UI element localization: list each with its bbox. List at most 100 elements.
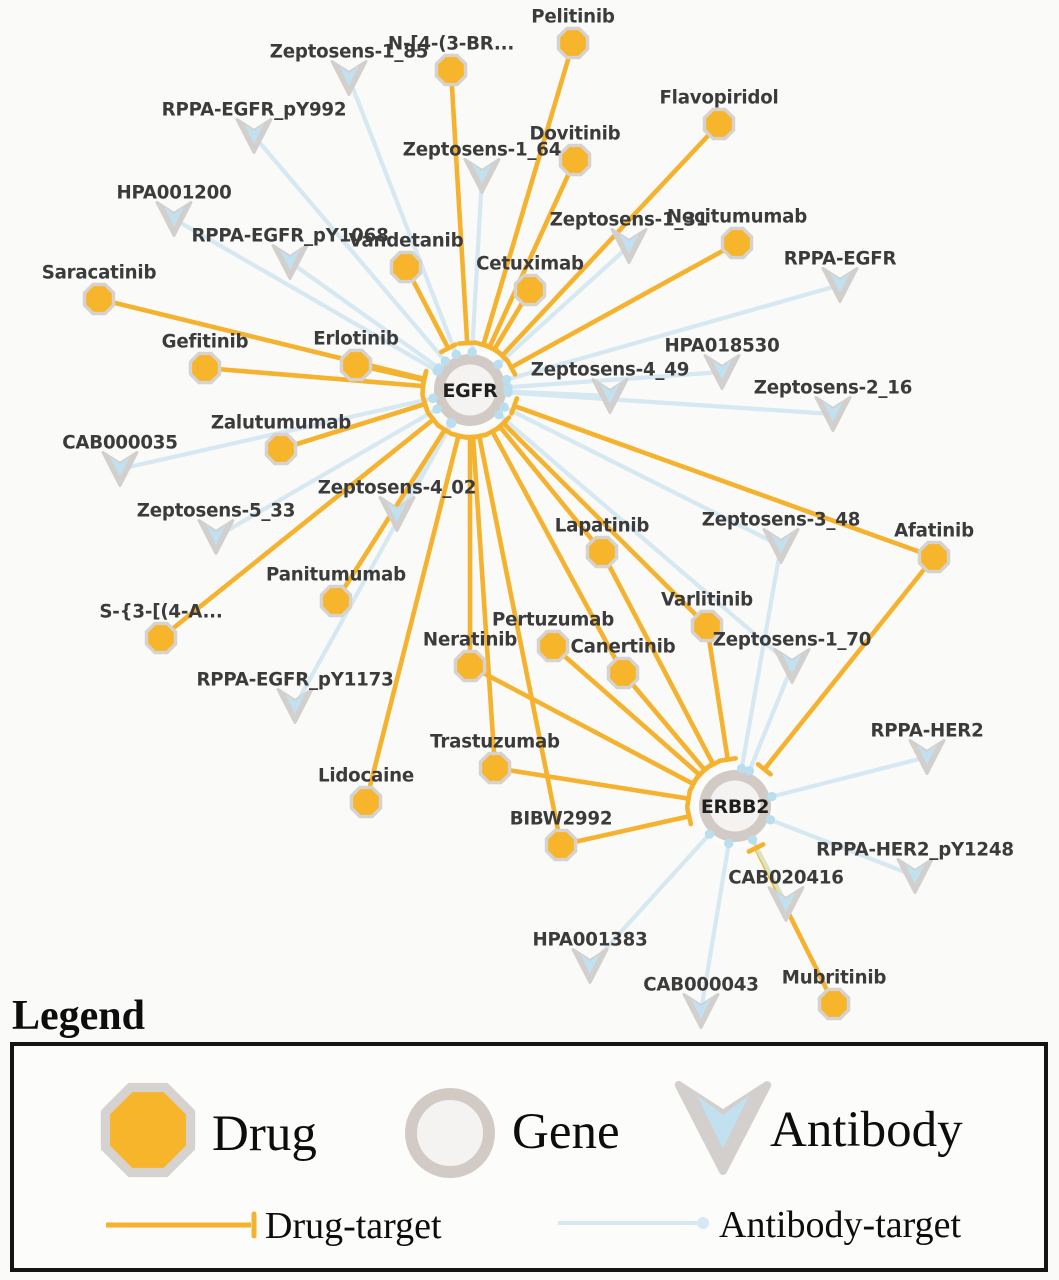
drug-node-Lapatinib[interactable]	[585, 535, 619, 569]
antibody-target-dot-marker	[446, 418, 457, 428]
drug-node-N-[4-(3-BR...[interactable]	[434, 53, 468, 87]
antibody-node-Zeptosens-1_85[interactable]	[330, 60, 368, 96]
node-label-CAB000043: CAB000043	[643, 975, 758, 996]
legend-antibody-chevron-icon	[674, 1081, 772, 1175]
antibody-chevron-inner	[600, 383, 620, 404]
edge-antibody-target-Zeptosens-1_64-EGFR	[470, 175, 485, 353]
edge-antibody-target-RPPA-EGFR-EGFR	[505, 282, 841, 382]
antibody-node-RPPA-HER2[interactable]	[908, 739, 946, 775]
edge-drug-target-Zalutumumab-EGFR	[280, 401, 426, 452]
drug-node-Zalutumumab[interactable]	[264, 432, 298, 466]
antibody-node-RPPA-HER2_pY1248[interactable]	[896, 858, 934, 894]
antibody-node-RPPA-EGFR[interactable]	[821, 267, 859, 303]
node-label-Cetuximab: Cetuximab	[476, 254, 584, 275]
drug-node-Gefitinib[interactable]	[188, 351, 222, 385]
drug-octagon-icon	[517, 277, 543, 303]
edge-antibody-target-Zeptosens-1_85-EGFR	[347, 77, 459, 356]
node-label-RPPA-EGFR_pY992: RPPA-EGFR_pY992	[162, 100, 347, 121]
antibody-node-RPPA-EGFR_pY1173[interactable]	[276, 688, 314, 724]
antibody-chevron-inner	[110, 456, 130, 477]
drug-node-Dovitinib[interactable]	[558, 143, 592, 177]
node-label-Mubritinib: Mubritinib	[782, 968, 887, 989]
gene-node-ERBB2[interactable]	[694, 765, 776, 847]
edge-antibody-target-HPA018530-EGFR	[507, 369, 723, 390]
node-label-CAB000035: CAB000035	[62, 433, 177, 454]
drug-node-Afatinib[interactable]	[917, 540, 951, 574]
antibody-node-HPA001200[interactable]	[155, 201, 193, 237]
legend-gene-label: Gene	[512, 1104, 620, 1160]
node-label-Lapatinib: Lapatinib	[555, 516, 650, 537]
node-label-Lidocaine: Lidocaine	[318, 766, 414, 787]
antibody-node-Zeptosens-5_33[interactable]	[197, 519, 235, 555]
drug-node-Cetuximab[interactable]	[513, 273, 547, 307]
antibody-node-CAB000035[interactable]	[101, 451, 139, 487]
node-label-Pelitinib: Pelitinib	[531, 7, 615, 28]
gene-node-EGFR[interactable]	[429, 349, 511, 431]
antibody-chevron-inner	[776, 891, 796, 912]
antibody-node-Zeptosens-4_02[interactable]	[378, 496, 416, 532]
drug-node-Vandetanib[interactable]	[389, 250, 423, 284]
drug-node-Saracatinib[interactable]	[82, 282, 116, 316]
edge-antibody-target-Zeptosens-1_70-ERBB2	[747, 665, 794, 772]
node-label-Gefitinib: Gefitinib	[162, 332, 249, 353]
drug-node-Pelitinib[interactable]	[556, 26, 590, 60]
node-label-Zeptosens-1_85: Zeptosens-1_85	[270, 42, 428, 63]
antibody-node-CAB000043[interactable]	[682, 993, 720, 1029]
drug-target-tee-marker	[495, 415, 512, 432]
antibody-node-Zeptosens-3_48[interactable]	[762, 528, 800, 564]
drug-node-Necitumumab[interactable]	[720, 226, 754, 260]
antibody-target-dot-marker	[434, 363, 444, 373]
edge-antibody-target-Zeptosens-1_31-EGFR	[496, 244, 631, 367]
edge-drug-target-Pertuzumab-ERBB2	[551, 644, 702, 777]
antibody-chevron-inner	[619, 233, 639, 254]
antibody-node-Zeptosens-4_49[interactable]	[591, 378, 629, 414]
antibody-target-dot-marker	[432, 404, 442, 414]
drug-node-Pertuzumab[interactable]	[536, 629, 570, 663]
antibody-target-dot-marker	[765, 815, 776, 825]
edge-drug-target-Necitumumab-EGFR	[510, 240, 739, 370]
antibody-node-Zeptosens-1_64[interactable]	[463, 158, 501, 194]
edge-drug-target-Gefitinib-EGFR	[204, 365, 424, 389]
drug-node-Canertinib[interactable]	[606, 656, 640, 690]
node-label-Zeptosens-5_33: Zeptosens-5_33	[137, 501, 295, 522]
node-label-Necitumumab: Necitumumab	[667, 207, 807, 228]
node-label-Erlotinib: Erlotinib	[313, 329, 399, 350]
node-label-HPA001200: HPA001200	[116, 183, 231, 204]
antibody-node-Zeptosens-1_70[interactable]	[773, 648, 811, 684]
antibody-target-dot-marker	[736, 763, 747, 774]
antibody-target-dot-marker	[428, 393, 438, 404]
antibody-node-RPPA-EGFR_pY1068[interactable]	[271, 244, 309, 280]
edge-antibody-target-RPPA-EGFR_pY1173-EGFR	[293, 422, 454, 708]
drug-target-tee-marker	[420, 369, 429, 391]
drug-node-Erlotinib[interactable]	[339, 348, 373, 382]
drug-octagon-icon	[821, 991, 847, 1017]
drug-octagon-icon	[562, 147, 588, 173]
node-label-Zeptosens-1_70: Zeptosens-1_70	[713, 630, 871, 651]
antibody-node-HPA001383[interactable]	[571, 948, 609, 984]
drug-node-S-{3-[(4-A...[interactable]	[144, 621, 178, 655]
antibody-target-dot-marker	[704, 829, 715, 839]
edge-drug-target-S-{3-[(4-A...-EGFR	[159, 417, 435, 640]
antibody-node-Zeptosens-2_16[interactable]	[814, 396, 852, 432]
drug-node-Panitumumab[interactable]	[319, 584, 353, 618]
antibody-node-RPPA-EGFR_pY992[interactable]	[235, 118, 273, 154]
node-label-Neratinib: Neratinib	[423, 630, 517, 651]
drug-octagon-icon	[148, 625, 174, 651]
antibody-node-CAB020416[interactable]	[767, 886, 805, 922]
antibody-node-HPA018530[interactable]	[703, 354, 741, 390]
node-label-Zeptosens-1_64: Zeptosens-1_64	[403, 140, 561, 161]
drug-octagon-icon	[589, 539, 615, 565]
drug-node-Trastuzumab[interactable]	[478, 751, 512, 785]
antibody-node-Zeptosens-1_31[interactable]	[610, 228, 648, 264]
edge-drug-target-Neratinib-ERBB2	[468, 663, 695, 787]
drug-node-BIBW2992[interactable]	[544, 828, 578, 862]
drug-node-Neratinib[interactable]	[453, 649, 487, 683]
drug-node-Lidocaine[interactable]	[349, 785, 383, 819]
drug-target-tee-marker	[426, 410, 441, 428]
edge-drug-target-Lapatinib-ERBB2	[599, 550, 716, 766]
drug-node-Varlitinib[interactable]	[690, 609, 724, 643]
drug-node-Flavopiridol[interactable]	[702, 107, 736, 141]
drug-node-Mubritinib[interactable]	[817, 987, 851, 1021]
node-label-RPPA-HER2_pY1248: RPPA-HER2_pY1248	[816, 840, 1014, 861]
